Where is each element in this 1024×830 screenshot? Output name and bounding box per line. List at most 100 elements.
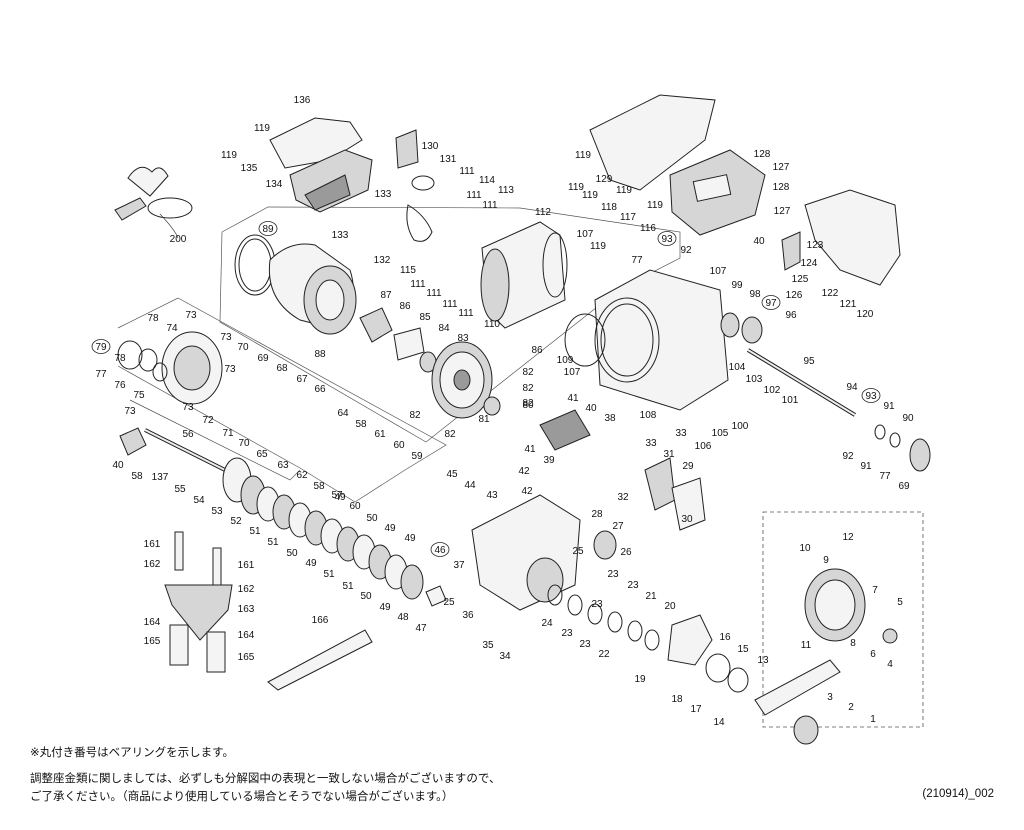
part-number-p111a: 111 (459, 166, 475, 177)
part-number-p50a: 50 (366, 513, 378, 524)
part-number-p29: 29 (682, 461, 694, 472)
part-number-p7: 7 (872, 585, 878, 596)
part-number-p111d: 111 (410, 279, 426, 290)
part-number-p127a: 127 (773, 162, 790, 173)
part-number-p16: 16 (719, 632, 731, 643)
part-number-p124: 124 (801, 258, 818, 269)
part-number-p26: 26 (620, 547, 632, 558)
part-number-p111e: 111 (426, 288, 442, 299)
part-number-p76: 76 (114, 380, 126, 391)
part-number-p24: 24 (541, 618, 553, 629)
part-number-p120: 120 (857, 309, 874, 320)
left-side-plate (117, 331, 223, 405)
part-number-p86b: 86 (531, 345, 543, 356)
part-number-p22: 22 (598, 649, 610, 660)
part-number-p19: 19 (634, 674, 646, 685)
part-number-p119h: 119 (590, 241, 606, 252)
part-number-p161a: 161 (144, 539, 161, 550)
part-number-p58b: 58 (313, 481, 325, 492)
part-number-p39: 39 (543, 455, 555, 466)
part-number-p136: 136 (294, 95, 311, 106)
part-number-p92a: 92 (680, 245, 692, 256)
adjustment-washer-note-line1: 調整座金類に関しましては、必ずしも分解図中の表現と一致しない場合がございますので… (30, 771, 501, 785)
part-number-p66: 66 (314, 384, 326, 395)
part-number-p40b: 40 (112, 460, 124, 471)
part-number-p32: 32 (617, 492, 629, 503)
part-number-p13: 13 (757, 655, 769, 666)
part-number-p2: 2 (848, 702, 854, 713)
part-number-p51d: 51 (342, 581, 354, 592)
part-number-p23b: 23 (627, 580, 639, 591)
part-number-p73b: 73 (220, 332, 232, 343)
part-number-p75: 75 (133, 390, 145, 401)
part-number-p63: 63 (277, 460, 289, 471)
part-number-p14: 14 (713, 717, 725, 728)
part-number-p129: 129 (596, 174, 613, 185)
part-number-p91a: 91 (883, 401, 895, 412)
bearing-marker (430, 542, 450, 557)
part-number-p85: 85 (419, 312, 431, 323)
part-number-p10: 10 (799, 543, 811, 554)
part-number-p8: 8 (850, 638, 856, 649)
part-number-p21: 21 (645, 591, 657, 602)
part-number-p89: 89 (262, 224, 274, 235)
part-number-p119d: 119 (616, 185, 632, 196)
part-number-p165b: 165 (238, 652, 255, 663)
part-number-p115: 115 (400, 265, 416, 276)
part-number-p43: 43 (486, 490, 498, 501)
part-number-p31: 31 (663, 449, 675, 460)
part-number-p78b: 78 (114, 353, 126, 364)
part-number-p164b: 164 (238, 630, 255, 641)
part-number-p33a: 33 (675, 428, 687, 439)
part-number-p5: 5 (897, 597, 903, 608)
display-unit (589, 94, 766, 236)
side-cover (781, 189, 901, 286)
part-number-p41a: 41 (567, 393, 579, 404)
part-number-p77b: 77 (879, 471, 891, 482)
part-number-p49b: 49 (384, 523, 396, 534)
star-drag (667, 614, 749, 693)
part-number-p82b: 82 (522, 383, 534, 394)
part-number-p112: 112 (535, 207, 551, 218)
bearing-marker (91, 339, 111, 354)
part-number-p70b: 70 (238, 438, 250, 449)
part-number-p55: 55 (174, 484, 186, 495)
part-number-p46: 46 (434, 545, 446, 556)
part-number-p70a: 70 (237, 342, 249, 353)
part-number-p42b: 42 (521, 486, 533, 497)
part-number-p111f: 111 (442, 299, 458, 310)
part-number-p94: 94 (846, 382, 858, 393)
part-number-p58c: 58 (131, 471, 143, 482)
part-number-p41b: 41 (524, 444, 536, 455)
gear-housing (471, 409, 617, 611)
pinion-shaft (119, 427, 226, 472)
part-number-p128a: 128 (754, 149, 771, 160)
part-number-p119b: 119 (221, 150, 237, 161)
part-number-p128b: 128 (773, 182, 790, 193)
part-number-p118: 118 (601, 202, 617, 213)
wrench-tool (267, 629, 373, 691)
part-number-p50b: 50 (286, 548, 298, 559)
part-number-p101: 101 (782, 395, 799, 406)
part-number-p33b: 33 (645, 438, 657, 449)
document-code: (210914)_002 (922, 788, 994, 800)
drive-gear (431, 341, 501, 419)
bearing-marker (258, 221, 278, 236)
handle-assembly (754, 568, 898, 745)
part-number-p59: 59 (411, 451, 423, 462)
part-number-p111b: 111 (466, 190, 482, 201)
part-number-p42a: 42 (518, 466, 530, 477)
part-number-p20: 20 (664, 601, 676, 612)
part-number-p28: 28 (591, 509, 603, 520)
part-number-p47: 47 (415, 623, 427, 634)
part-number-p49a: 49 (334, 492, 346, 503)
part-number-p51b: 51 (267, 537, 279, 548)
part-number-p73d: 73 (124, 406, 136, 417)
part-number-p121: 121 (840, 299, 857, 310)
part-number-p15: 15 (737, 644, 749, 655)
part-number-p3: 3 (827, 692, 833, 703)
part-number-p72: 72 (202, 415, 214, 426)
part-number-p34: 34 (499, 651, 511, 662)
part-number-p84: 84 (438, 323, 450, 334)
